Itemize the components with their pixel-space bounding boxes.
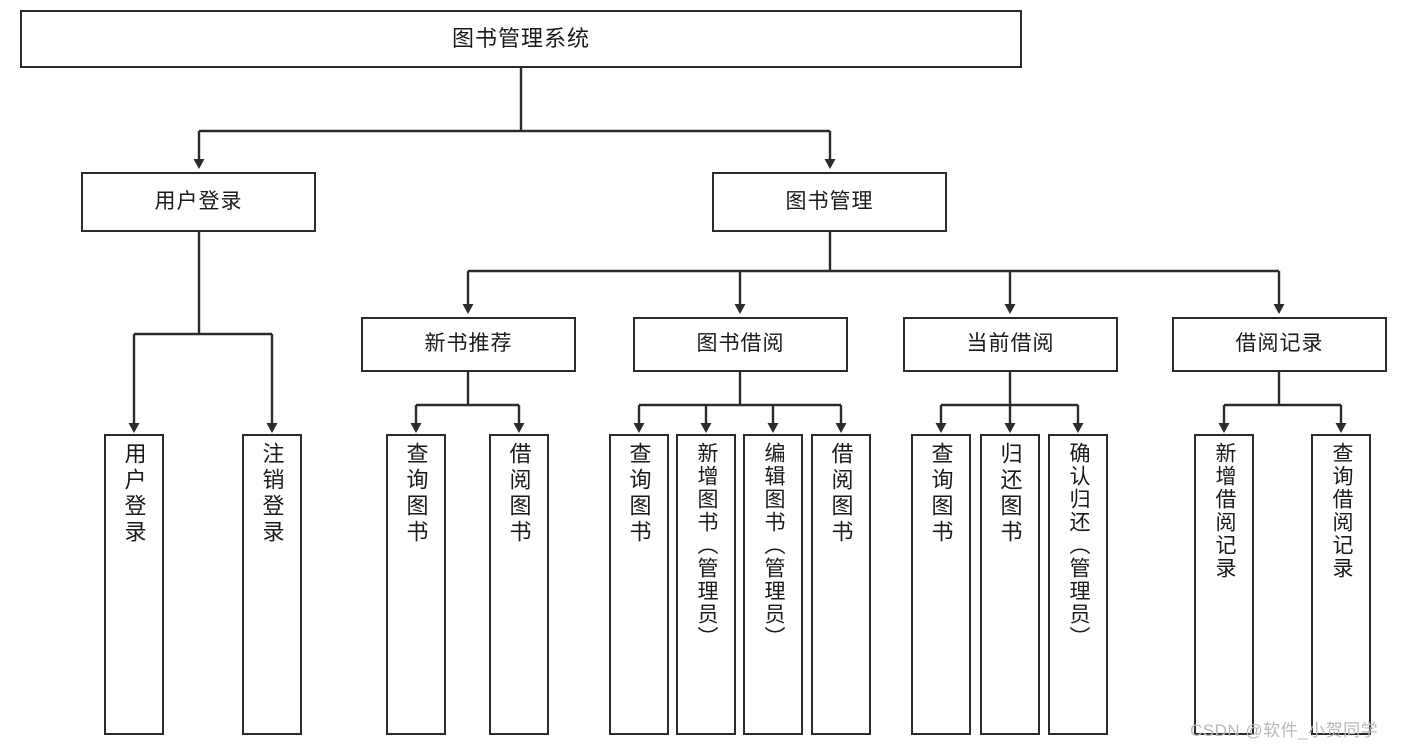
node-leaf-query-borrow-record[interactable]: 查询借阅记录 (1311, 434, 1371, 735)
node-new-book-recommendation[interactable]: 新书推荐 (361, 317, 576, 372)
node-label: 查询图书 (403, 442, 429, 546)
node-label: 借阅记录 (1235, 332, 1324, 356)
node-label: 图书借阅 (696, 332, 785, 356)
node-label: 查询图书 (626, 442, 652, 546)
node-leaf-borrow-books[interactable]: 借阅图书 (811, 434, 871, 735)
node-leaf-query-books-recommend[interactable]: 查询图书 (386, 434, 446, 735)
node-label: 当前借阅 (966, 332, 1055, 356)
node-label: 新增借阅记录 (1213, 442, 1237, 580)
node-label: 图书管理系统 (451, 26, 590, 52)
node-label: 用户登录 (121, 442, 147, 546)
node-leaf-edit-book-admin[interactable]: 编辑图书（管理员） (743, 434, 803, 735)
node-label: 确认归还（管理员） (1067, 442, 1091, 649)
node-leaf-return-books[interactable]: 归还图书 (980, 434, 1040, 735)
node-leaf-query-books-current[interactable]: 查询图书 (911, 434, 971, 735)
node-leaf-query-books-borrow[interactable]: 查询图书 (609, 434, 669, 735)
node-label: 图书管理 (785, 189, 874, 213)
node-borrowing-records[interactable]: 借阅记录 (1172, 317, 1387, 372)
csdn-watermark: CSDN @软件_小贺同学 (1190, 721, 1379, 740)
node-label: 借阅图书 (828, 442, 854, 546)
node-leaf-confirm-return-admin[interactable]: 确认归还（管理员） (1048, 434, 1108, 735)
node-root-book-management-system[interactable]: 图书管理系统 (20, 10, 1022, 68)
node-label: 用户登录 (154, 189, 243, 213)
node-label: 查询借阅记录 (1330, 442, 1354, 580)
node-current-borrowing[interactable]: 当前借阅 (903, 317, 1118, 372)
node-leaf-add-book-admin[interactable]: 新增图书（管理员） (676, 434, 736, 735)
node-leaf-borrow-books-recommend[interactable]: 借阅图书 (489, 434, 549, 735)
node-book-management[interactable]: 图书管理 (712, 172, 947, 232)
node-label: 借阅图书 (506, 442, 532, 546)
node-label: 编辑图书（管理员） (762, 442, 786, 649)
node-label: 查询图书 (928, 442, 954, 546)
node-label: 新增图书（管理员） (695, 442, 719, 649)
node-leaf-add-borrow-record[interactable]: 新增借阅记录 (1194, 434, 1254, 735)
node-label: 注销登录 (259, 442, 285, 546)
node-leaf-user-login[interactable]: 用户登录 (104, 434, 164, 735)
node-label: 归还图书 (997, 442, 1023, 546)
node-leaf-logout[interactable]: 注销登录 (242, 434, 302, 735)
node-user-login[interactable]: 用户登录 (81, 172, 316, 232)
node-label: 新书推荐 (424, 332, 513, 356)
node-book-borrowing[interactable]: 图书借阅 (633, 317, 848, 372)
